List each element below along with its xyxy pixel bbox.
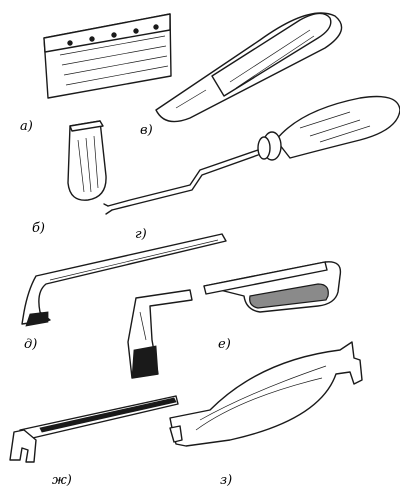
tool-e-loop-strip — [203, 261, 342, 313]
label-a: а) — [20, 119, 33, 134]
tool-v-bent-strip — [155, 12, 343, 123]
tool-b-rounded-plate — [67, 120, 107, 201]
tool-g-handle-hook — [103, 95, 400, 215]
hole-icon — [67, 40, 73, 46]
label-d: д) — [24, 337, 37, 352]
label-z: з) — [220, 473, 232, 488]
label-b: б) — [32, 221, 45, 236]
tool-bracket-block — [127, 289, 193, 379]
tool-zh-fork-bar — [9, 395, 179, 463]
label-e: е) — [218, 337, 231, 352]
label-zh: ж) — [52, 473, 72, 488]
label-v: в) — [140, 123, 153, 138]
tool-z-spatula — [169, 341, 363, 447]
tool-d-long-bar — [21, 233, 227, 327]
tool-a-flat-blade — [43, 13, 172, 99]
label-g: г) — [135, 227, 147, 242]
